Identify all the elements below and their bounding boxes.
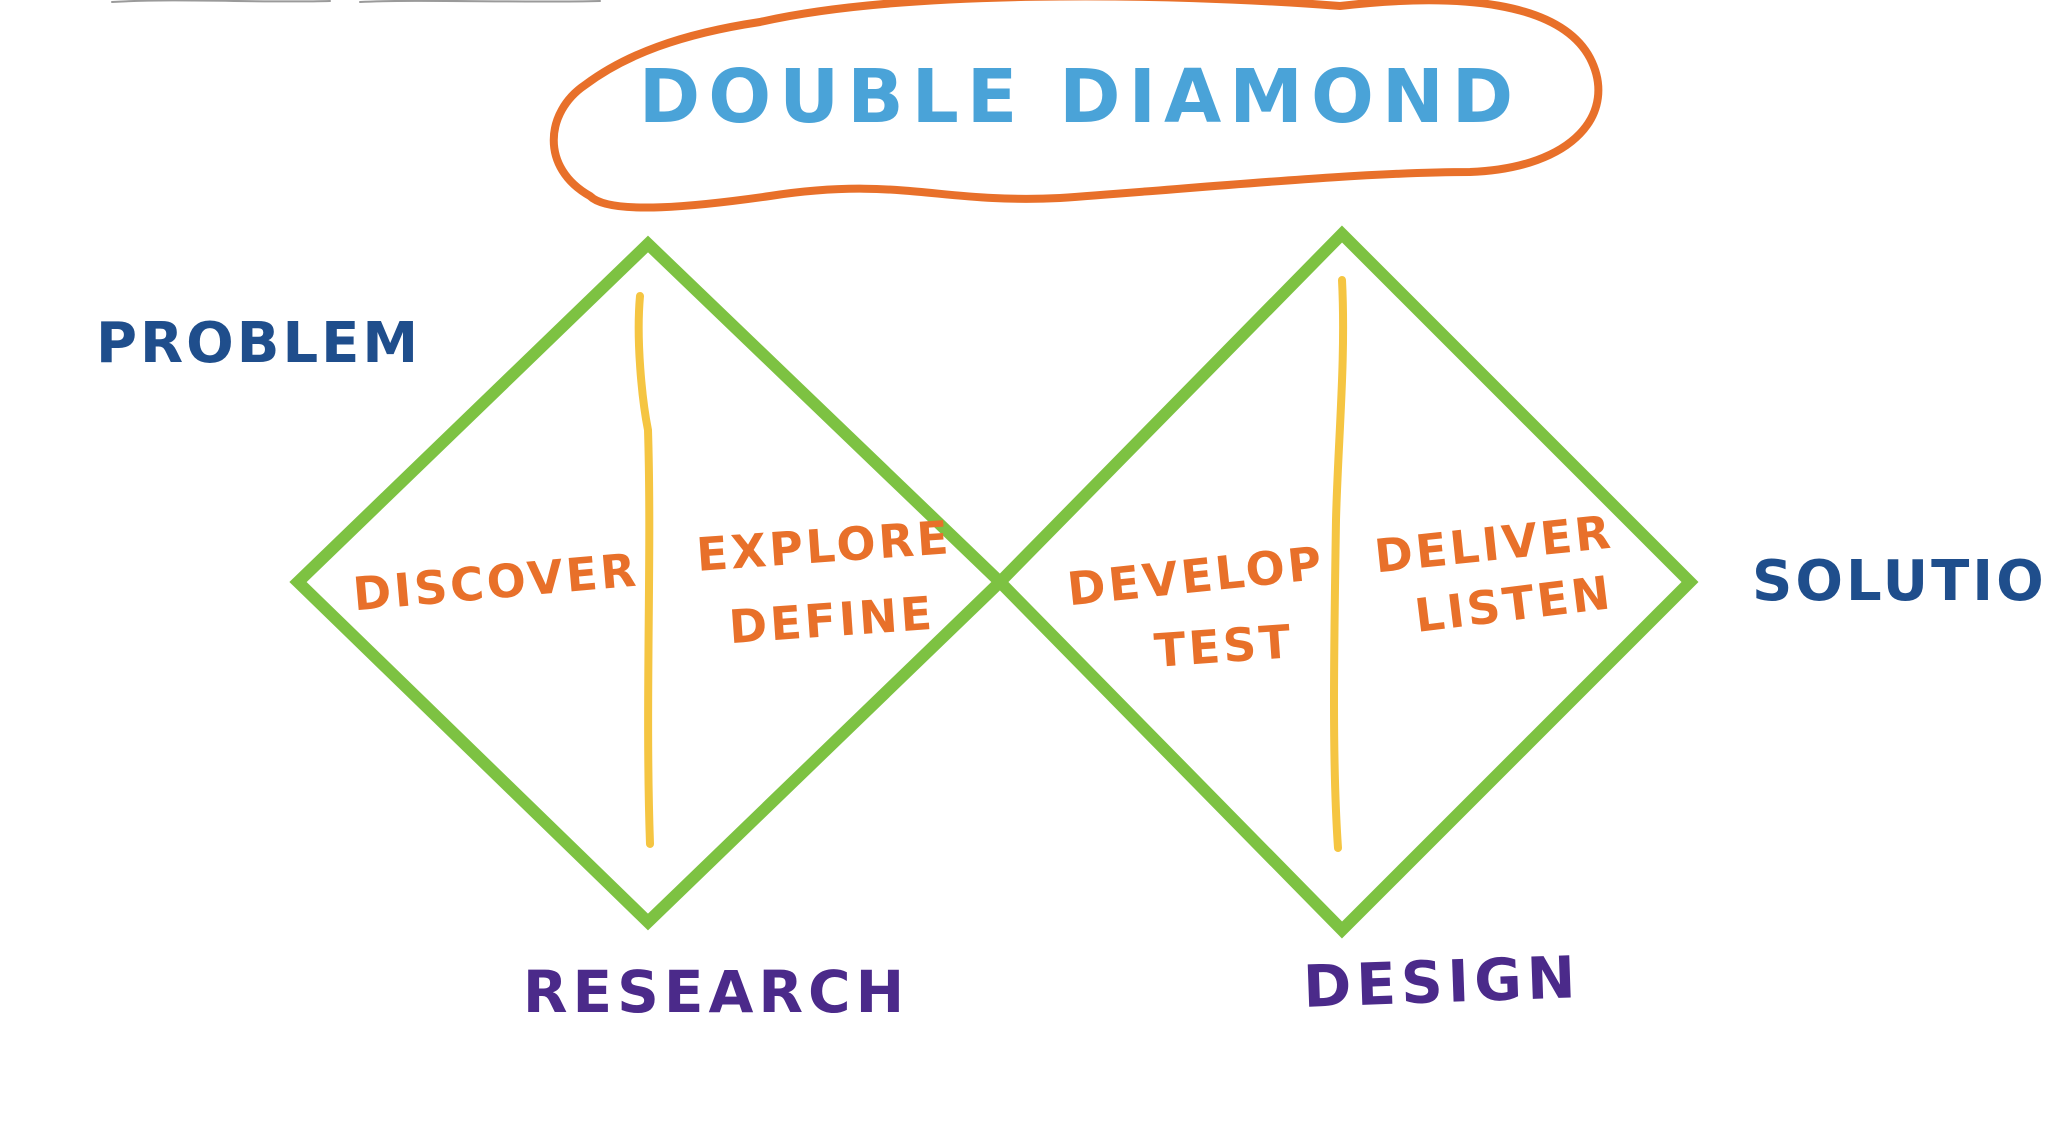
top-edge-scribble — [111, 0, 601, 3]
stage-label-explore: EXPLORE — [695, 510, 953, 582]
solution-label: SOLUTION — [1752, 549, 2048, 614]
stage-label-listen: LISTEN — [1412, 565, 1616, 643]
phase-label-research: RESEARCH — [523, 958, 909, 1026]
design-divider-line — [1330, 276, 1348, 852]
research-divider-line — [634, 292, 654, 848]
stage-label-discover: DISCOVER — [351, 543, 641, 622]
diamonds — [289, 225, 1699, 939]
design-diamond — [991, 225, 1699, 939]
diagram-title: DOUBLE DIAMOND — [639, 54, 1521, 140]
stage-label-test: TEST — [1152, 614, 1295, 678]
title-outline — [549, 0, 1603, 212]
problem-label: PROBLEM — [96, 311, 421, 376]
phase-label-design: DESIGN — [1302, 943, 1581, 1021]
stage-label-define: DEFINE — [727, 586, 936, 654]
research-diamond — [289, 235, 1009, 931]
stage-label-develop: DEVELOP — [1065, 536, 1327, 617]
